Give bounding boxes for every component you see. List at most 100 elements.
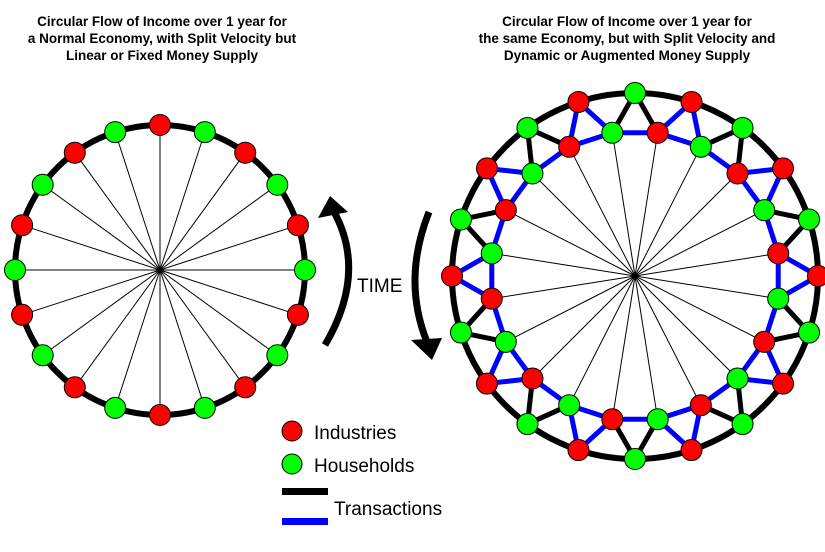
industry-node: [567, 90, 590, 113]
household-node: [516, 413, 539, 436]
industry-node: [480, 287, 503, 310]
household-node: [798, 321, 821, 344]
spoke-line: [634, 252, 779, 277]
right-nodes: [441, 82, 825, 470]
spoke-line: [74, 269, 161, 388]
household-node: [494, 330, 517, 353]
spoke-line: [634, 275, 659, 420]
industry-node: [772, 157, 795, 180]
spoke-line: [634, 132, 659, 277]
right-circular-flow-diagram: [441, 82, 825, 470]
household-node: [31, 173, 54, 196]
spoke-line: [159, 184, 278, 271]
household-node: [449, 208, 472, 231]
household-node: [4, 259, 26, 281]
industry-node: [689, 394, 712, 417]
spoke-line: [532, 173, 636, 277]
household-node: [646, 408, 669, 431]
industry-node: [767, 242, 790, 265]
time-label: TIME: [357, 276, 402, 297]
spoke-line: [568, 146, 636, 277]
household-node: [449, 321, 472, 344]
left-nodes: [4, 114, 316, 426]
industry-node: [753, 330, 776, 353]
household-node: [753, 199, 776, 222]
legend-transactions-label: Transactions: [334, 499, 442, 520]
industry-node: [149, 404, 171, 426]
household-node: [193, 121, 216, 144]
right-spokes: [491, 132, 779, 420]
industry-node: [286, 214, 309, 237]
legend-industries-label: Industries: [314, 423, 396, 444]
legend: Industries Households Transactions: [281, 420, 442, 525]
spoke-line: [159, 269, 299, 316]
household-node: [798, 208, 821, 231]
spoke-line: [74, 152, 161, 271]
red-circle-icon: [281, 420, 303, 442]
industry-node: [772, 372, 795, 395]
spoke-line: [611, 275, 636, 420]
spoke-line: [114, 131, 161, 271]
industry-node: [494, 199, 517, 222]
household-node: [726, 367, 749, 390]
spoke-line: [532, 275, 636, 379]
right-title-line-2: the same Economy, but with Split Velocit…: [479, 31, 776, 46]
industry-node: [11, 214, 34, 237]
transaction-line-black-icon: [282, 488, 328, 495]
spoke-line: [634, 275, 765, 343]
spoke-line: [159, 224, 299, 271]
curved-arrow-down-icon: [411, 210, 442, 360]
household-node: [624, 82, 646, 104]
household-node: [266, 173, 289, 196]
spoke-line: [634, 275, 702, 406]
industry-node: [680, 439, 703, 462]
industry-node: [726, 162, 749, 185]
spoke-line: [21, 224, 161, 271]
industry-node: [646, 121, 669, 144]
industry-node: [558, 135, 581, 158]
household-node: [601, 121, 624, 144]
industry-node: [521, 367, 544, 390]
spoke-line: [159, 269, 278, 356]
curved-arrow-up-icon: [318, 196, 353, 347]
industry-node: [475, 157, 498, 180]
industry-node: [601, 408, 624, 431]
spoke-line: [634, 209, 765, 277]
transaction-line-blue-icon: [282, 518, 328, 525]
spoke-line: [114, 269, 161, 409]
household-node: [521, 162, 544, 185]
spoke-line: [491, 275, 636, 300]
industry-node: [63, 376, 86, 399]
industry-node: [234, 141, 257, 164]
spoke-line: [634, 146, 702, 277]
industry-node: [441, 265, 463, 287]
left-diagram-title: Circular Flow of Income over 1 year for …: [28, 14, 297, 63]
left-title-line-3: Linear or Fixed Money Supply: [66, 48, 259, 63]
legend-industries: Industries: [281, 420, 396, 444]
spoke-line: [505, 275, 636, 343]
household-node: [689, 135, 712, 158]
household-node: [294, 259, 316, 281]
green-circle-icon: [281, 453, 303, 475]
spoke-line: [159, 131, 206, 271]
industry-node: [63, 141, 86, 164]
left-title-line-1: Circular Flow of Income over 1 year for: [37, 14, 288, 29]
household-node: [558, 394, 581, 417]
left-circular-flow-diagram: [4, 114, 316, 426]
spoke-line: [611, 132, 636, 277]
household-node: [31, 344, 54, 367]
spoke-line: [634, 173, 738, 277]
right-title-line-3: Dynamic or Augmented Money Supply: [504, 48, 751, 63]
spoke-line: [159, 152, 246, 271]
spoke-line: [568, 275, 636, 406]
right-diagram-title: Circular Flow of Income over 1 year for …: [479, 14, 776, 63]
spoke-line: [505, 209, 636, 277]
spoke-line: [21, 269, 161, 316]
household-node: [193, 396, 216, 419]
household-node: [266, 344, 289, 367]
spoke-line: [159, 269, 246, 388]
household-node: [767, 287, 790, 310]
household-node: [624, 448, 646, 470]
industry-node: [475, 372, 498, 395]
